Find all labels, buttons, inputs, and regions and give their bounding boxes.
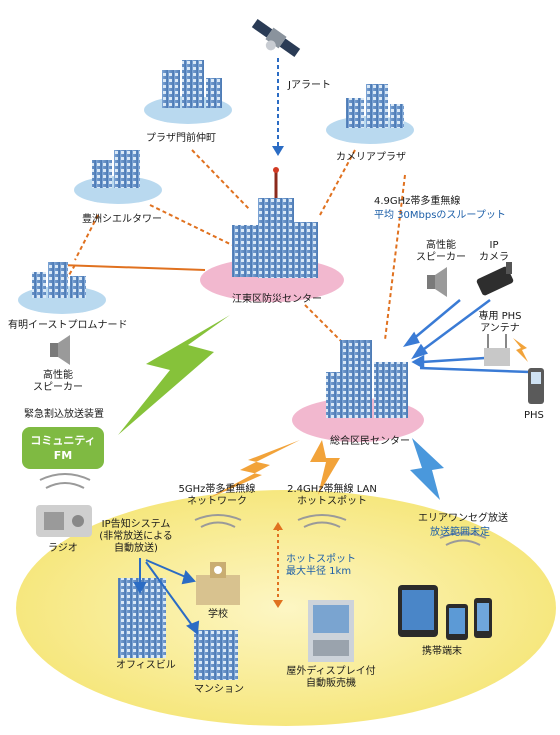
mobile-label: 携帯端末 xyxy=(422,646,462,657)
orange-links xyxy=(59,149,406,346)
phs-label: PHS xyxy=(524,410,544,421)
school-label: 学校 xyxy=(208,609,228,620)
ip-arrows xyxy=(133,558,200,635)
area-one-sub-label: 放送範囲未定 xyxy=(430,527,490,538)
satellite-icon xyxy=(251,18,301,58)
toyosu-label: 豊洲シエルタワー xyxy=(82,214,162,225)
link-49-sub-label: 平均 30Mbpsのスループット xyxy=(374,210,506,221)
link-49-label: 4.9GHz帯多重無線 xyxy=(374,196,461,207)
ip-camera-label: IP カメラ xyxy=(479,240,509,263)
ariake-label: 有明イーストプロムナード xyxy=(8,320,128,331)
radio-label: ラジオ xyxy=(48,543,78,554)
phs-antenna-label: 専用 PHS アンテナ xyxy=(478,311,522,334)
wave-arcs xyxy=(39,473,487,546)
plaza-label: プラザ門前仲町 xyxy=(146,133,216,144)
radio-icon xyxy=(36,505,92,537)
building-toyosu xyxy=(92,150,140,188)
office-label: オフィスビル xyxy=(116,660,176,671)
orange-lightning-left xyxy=(205,440,300,500)
hotspot-area xyxy=(16,490,556,726)
building-mansion xyxy=(194,630,238,680)
antenna-tower-icon xyxy=(273,167,279,198)
mobile-devices-icon xyxy=(398,585,492,640)
phs-antenna-icon xyxy=(484,334,510,366)
alert-arrowhead xyxy=(272,146,284,156)
speaker-right-label: 高性能 スピーカー xyxy=(416,240,466,263)
hotspot-label: ホットスポット 最大半径 1km xyxy=(286,554,356,577)
orange-lightning-right xyxy=(310,440,340,495)
lan-24-label: 2.4GHz帯無線 LAN ホットスポット xyxy=(287,484,377,507)
speaker-left-label: 高性能 スピーカー xyxy=(33,370,83,393)
jalert-label: Jアラート xyxy=(288,80,331,91)
ip-camera-icon xyxy=(476,262,514,296)
area-one-label: エリアワンセグ放送 xyxy=(418,513,508,524)
phs-spark xyxy=(513,338,528,362)
koto-center-label: 江東区防災センター xyxy=(232,294,322,305)
sogo-center-label: 総合区民センター xyxy=(330,436,410,447)
building-plaza xyxy=(162,60,222,108)
mansion-label: マンション xyxy=(194,684,244,695)
blue-lightning xyxy=(410,438,444,500)
building-camellia xyxy=(346,84,404,128)
building-office xyxy=(118,578,166,658)
speaker-icon-right xyxy=(427,267,447,297)
community-fm-box: コミュニティ FM xyxy=(22,427,104,469)
camellia-label: カメリアプラザ xyxy=(336,152,406,163)
ip-system-label: IP告知システム (非常放送による 自動放送) xyxy=(99,519,173,554)
vending-machine-icon xyxy=(308,600,354,662)
school-icon xyxy=(196,562,240,605)
blue-links xyxy=(402,298,531,374)
emergency-label: 緊急割込放送装置 xyxy=(24,409,104,420)
building-sogo-center xyxy=(326,340,408,418)
phs-handset-icon xyxy=(528,368,544,404)
net-5g-label: 5GHz帯多重無線 ネットワーク xyxy=(178,484,256,507)
speaker-icon-left xyxy=(50,335,70,365)
green-lightning xyxy=(118,315,230,435)
building-ariake xyxy=(32,262,86,298)
vending-label: 屋外ディスプレイ付 自動販売機 xyxy=(286,666,376,689)
building-koto-center xyxy=(232,198,318,278)
